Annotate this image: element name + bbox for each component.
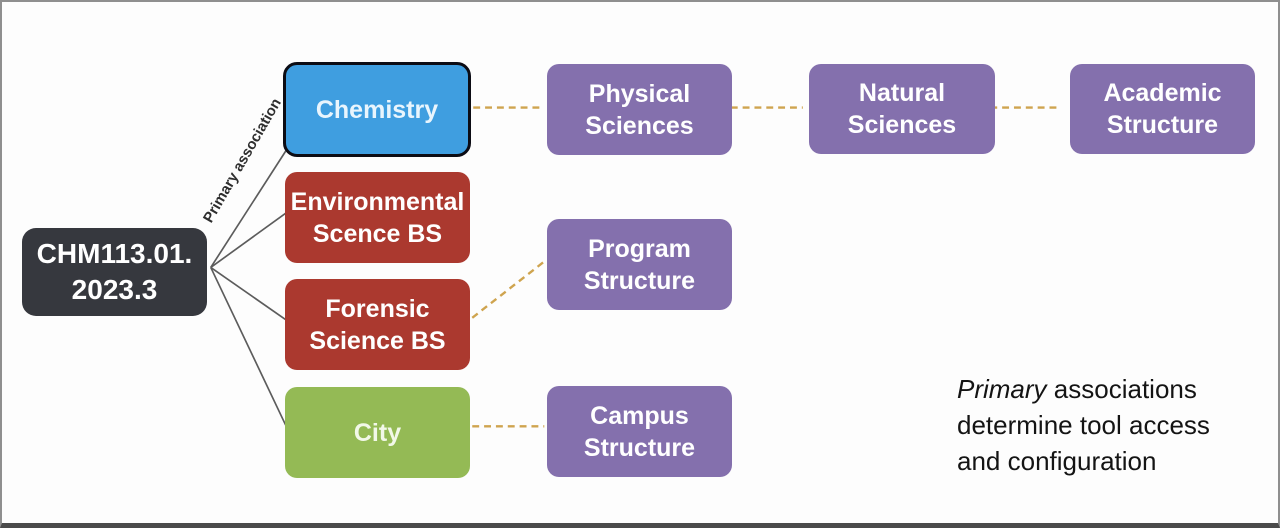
course-code-line2: 2023.3 [71, 274, 158, 305]
edge-label-primary-association: Primary association [201, 96, 285, 226]
node-academic-structure: Academic Structure [1070, 64, 1255, 154]
node-course: CHM113.01. 2023.3 [22, 228, 207, 316]
node-chemistry: Chemistry [283, 62, 471, 157]
node-program-label: Program Structure [583, 234, 696, 295]
node-chemistry-label: Chemistry [315, 95, 439, 124]
edge-course-city [210, 267, 287, 426]
course-code-line1: CHM113.01. [36, 238, 193, 270]
node-natural-sciences: Natural Sciences [809, 64, 995, 154]
node-campus-label: Campus Structure [583, 401, 696, 462]
caption-rest: associations determine tool access and c… [957, 374, 1210, 476]
edge-course-chemistry [210, 150, 287, 268]
caption-primary-associations: Primary associations determine tool acce… [957, 372, 1235, 480]
edge-forensic-program [471, 260, 546, 319]
node-natural-label: Natural Sciences [847, 79, 957, 139]
node-program-structure: Program Structure [547, 219, 732, 310]
node-campus-structure: Campus Structure [547, 386, 732, 477]
node-environmental-label: Environmental Scence BS [290, 187, 465, 248]
node-forensic-science-bs: Forensic Science BS [285, 279, 470, 370]
node-academic-label: Academic Structure [1103, 79, 1222, 139]
edge-course-environmental [210, 212, 287, 269]
caption-italic-word: Primary [957, 374, 1047, 404]
node-city-label: City [353, 418, 402, 447]
node-environmental-science-bs: Environmental Scence BS [285, 172, 470, 263]
edge-course-forensic [210, 266, 287, 321]
node-city: City [285, 387, 470, 478]
node-forensic-label: Forensic Science BS [309, 294, 446, 355]
node-physical-sciences: Physical Sciences [547, 64, 732, 155]
node-physical-label: Physical Sciences [585, 79, 694, 140]
